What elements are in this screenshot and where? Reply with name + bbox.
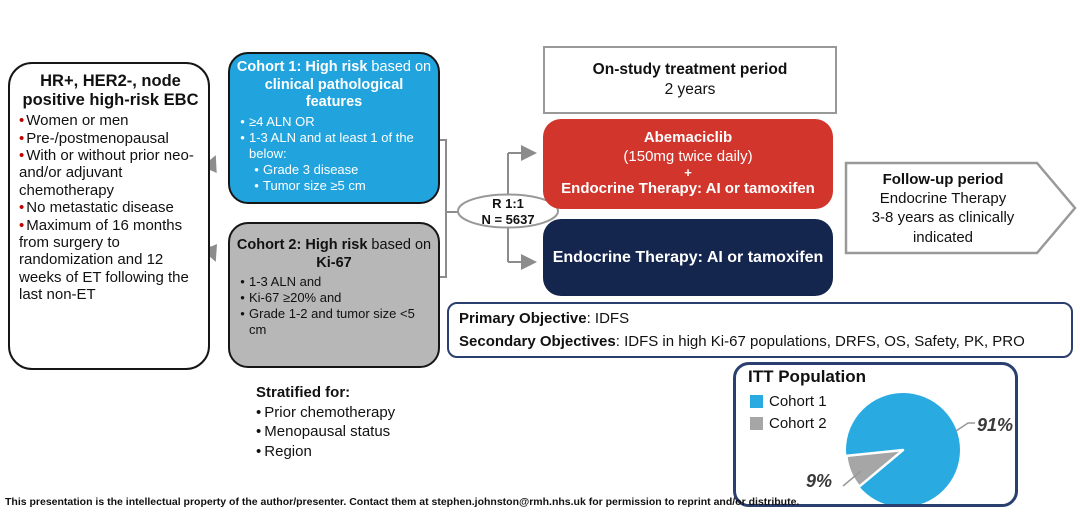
stratification-block: Stratified for: •Prior chemotherapy •Men…: [256, 383, 395, 461]
eligibility-bullet: •Maximum of 16 months from surgery to ra…: [19, 216, 189, 304]
followup-label: Follow-up period Endocrine Therapy 3-8 y…: [858, 170, 1028, 247]
cohort1-box: Cohort 1: High risk based on clinical pa…: [228, 52, 440, 204]
randomization-n: N = 5637: [481, 212, 535, 227]
bullet-icon: •: [19, 129, 25, 147]
legend-swatch-cohort1: [750, 395, 763, 408]
eligibility-bullet: •Women or men: [19, 112, 129, 130]
itt-pie-chart: [842, 393, 975, 507]
cohort2-bullet: •Ki-67 ≥20% and: [236, 290, 432, 306]
cohort1-bullet: •≥4 ALN OR: [236, 114, 432, 130]
stratification-bullet: •Region: [256, 442, 312, 460]
bullet-icon: •: [19, 199, 25, 217]
bullet-icon: •: [19, 216, 25, 234]
cohort1-sub-bullet: •Tumor size ≥5 cm: [250, 178, 432, 194]
followup-line1: Endocrine Therapy: [879, 190, 1007, 208]
cohort1-title: Cohort 1: High risk based on clinical pa…: [236, 59, 432, 111]
eligibility-bullet: •With or without prior neo- and/or adjuv…: [19, 147, 194, 199]
stratification-title: Stratified for:: [256, 384, 351, 401]
itt-population-box: [733, 362, 1018, 507]
legend-item-cohort1: Cohort 1: [750, 393, 827, 410]
primary-objective: Primary Objective: IDFS: [459, 310, 630, 327]
secondary-objectives: Secondary Objectives: IDFS in high Ki-67…: [459, 332, 1025, 350]
eligibility-box: HR+, HER2-, node positive high-risk EBC …: [8, 62, 210, 370]
cohort1-sub-bullet: •Grade 3 disease: [250, 162, 432, 178]
pie-label-9: 9%: [806, 471, 833, 491]
pie-legend: Cohort 1 Cohort 2: [750, 393, 827, 437]
legend-swatch-cohort2: [750, 417, 763, 430]
followup-title: Follow-up period: [882, 171, 1004, 188]
bullet-icon: •: [254, 161, 259, 177]
treatment-period-duration: 2 years: [664, 81, 716, 98]
randomization-ellipse: [457, 193, 559, 229]
bullet-icon: •: [256, 423, 262, 440]
control-arm-box: Endocrine Therapy: AI or tamoxifen: [543, 219, 833, 296]
eligibility-title: HR+, HER2-, node positive high-risk EBC: [22, 72, 199, 109]
legend-item-cohort2: Cohort 2: [750, 415, 827, 432]
control-arm-label: Endocrine Therapy: AI or tamoxifen: [552, 248, 824, 266]
abemaciclib-dose: (150mg twice daily): [623, 147, 753, 165]
stratification-bullet: •Prior chemotherapy: [256, 403, 396, 421]
cohort2-bullet: •Grade 1-2 and tumor size <5 cm: [236, 306, 432, 338]
pie-leader-9: [842, 470, 862, 487]
cohort2-title: Cohort 2: High risk based on Ki-67: [236, 237, 432, 271]
bullet-icon: •: [19, 112, 25, 130]
bullet-icon: •: [240, 290, 245, 306]
abemaciclib-drug: Abemaciclib: [643, 129, 733, 147]
pie-slice-cohort2: [845, 448, 905, 488]
footer-disclaimer: This presentation is the intellectual pr…: [5, 496, 800, 508]
abemaciclib-arm-box: Abemaciclib (150mg twice daily) + Endocr…: [543, 119, 833, 209]
bullet-icon: •: [240, 274, 245, 290]
treatment-period-box: On-study treatment period 2 years: [543, 46, 837, 114]
bullet-icon: •: [240, 114, 245, 130]
pie-label-91: 91%: [977, 415, 1014, 435]
eligibility-bullet: •Pre-/postmenopausal: [19, 129, 169, 147]
followup-line2: 3-8 years as clinically indicated: [871, 209, 1015, 246]
itt-population-title: ITT Population: [748, 367, 867, 386]
randomization-ratio: R 1:1: [492, 195, 524, 211]
randomization-label: R 1:1 N = 5637: [460, 196, 556, 228]
bullet-icon: •: [256, 442, 262, 460]
abemaciclib-combo: Endocrine Therapy: AI or tamoxifen: [561, 180, 815, 198]
cohort1-bullet: •1-3 ALN and at least 1 of the below:: [236, 130, 432, 162]
bullet-icon: •: [256, 403, 262, 421]
bullet-icon: •: [240, 129, 245, 145]
treatment-period-title: On-study treatment period: [592, 60, 788, 78]
eligibility-bullet: •No metastatic disease: [19, 199, 174, 217]
cohort2-box: Cohort 2: High risk based on Ki-67 •1-3 …: [228, 222, 440, 368]
bullet-icon: •: [240, 306, 245, 322]
plus-sign: +: [684, 165, 692, 180]
stratification-bullet: •Menopausal status: [256, 423, 391, 440]
followup-arrow-shape: [844, 161, 1077, 255]
objectives-box: Primary Objective: IDFS Secondary Object…: [447, 302, 1073, 358]
pie-leader-91: [955, 422, 975, 432]
cohort2-bullet: •1-3 ALN and: [236, 274, 432, 290]
bullet-icon: •: [19, 147, 25, 165]
bullet-icon: •: [254, 177, 259, 193]
